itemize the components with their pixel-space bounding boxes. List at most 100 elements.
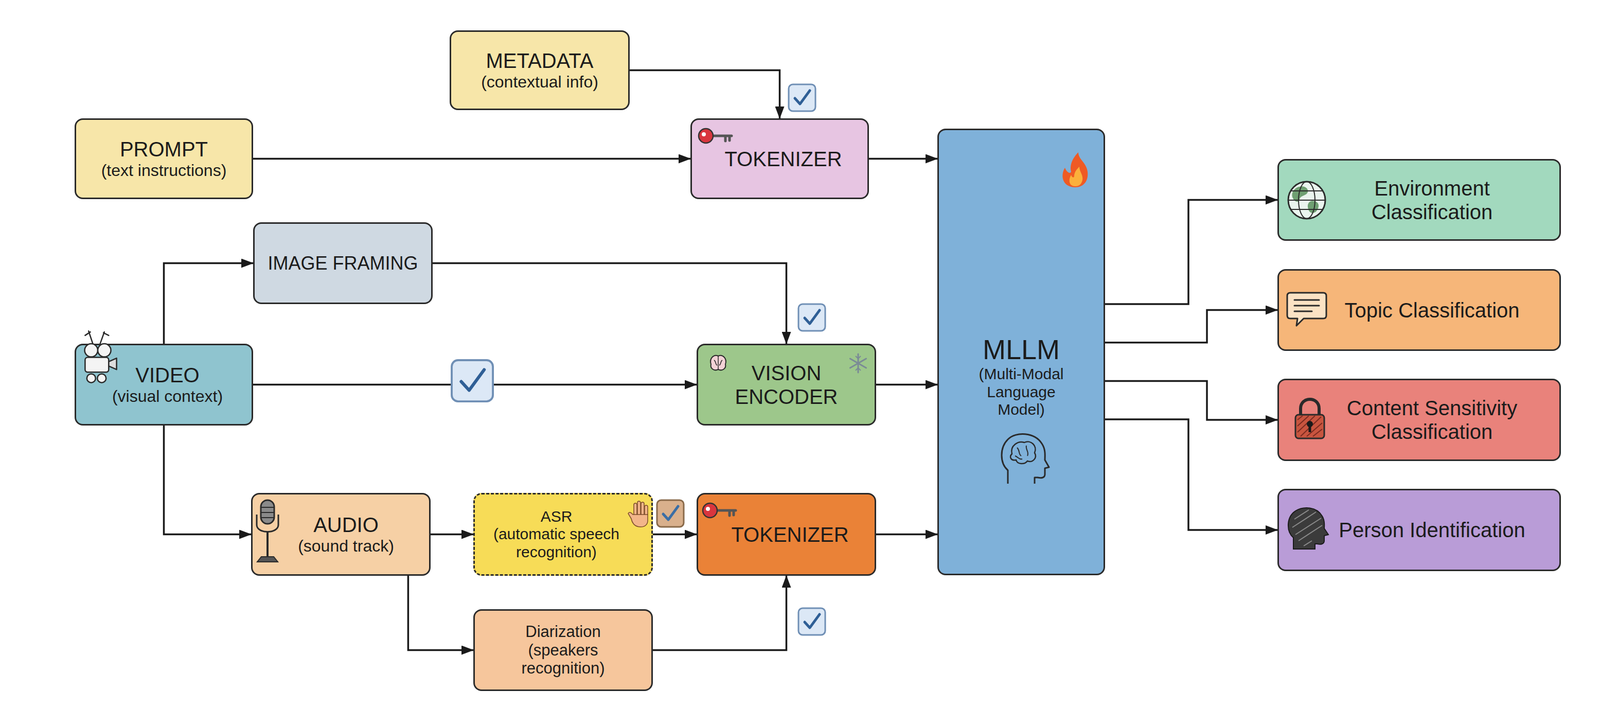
padlock-icon <box>1297 415 1323 437</box>
padlock-icon <box>1295 399 1325 439</box>
encoder-box: VISION ENCODER <box>696 343 877 426</box>
microphone-icon <box>257 556 278 562</box>
checkbox-icon <box>804 310 820 324</box>
key-icon <box>698 128 732 144</box>
padlock-icon <box>1295 414 1325 439</box>
box-title: TOKENIZER <box>731 522 849 547</box>
camera-icon <box>84 343 99 358</box>
key-icon <box>712 135 732 141</box>
box-subtitle: (sound track) <box>297 536 395 556</box>
connector-arrow <box>876 383 938 386</box>
microphone-icon <box>260 507 275 518</box>
checkbox-icon <box>788 84 816 112</box>
globe-icon <box>1288 181 1326 219</box>
process-box: AUDIO(sound track) <box>251 492 431 576</box>
input-box: VIDEO(visual context) <box>74 343 254 426</box>
box-subtitle: (contextual info) <box>481 72 599 92</box>
camera-icon <box>84 357 109 372</box>
padlock-icon <box>1306 420 1313 428</box>
box-title: METADATA <box>486 48 594 73</box>
padlock-icon <box>1308 424 1312 433</box>
brain-head-icon <box>1015 445 1028 459</box>
box-title: VIDEO <box>135 363 200 387</box>
microphone-icon <box>260 500 275 524</box>
camera-icon <box>84 330 109 345</box>
person-head-icon <box>1288 507 1329 549</box>
connector-arrow <box>432 263 787 345</box>
connector-arrow <box>652 575 787 651</box>
connector-group <box>164 70 1278 651</box>
checkbox-icon <box>451 360 493 402</box>
snowflake-icon <box>855 356 861 371</box>
box-title: Diarization <box>525 622 601 642</box>
speech-bubble-icon <box>1294 299 1320 312</box>
connector-arrow <box>1105 310 1278 343</box>
checkbox-icon <box>656 500 684 527</box>
hand-icon <box>641 502 645 516</box>
box-subtitle: (speakers recognition) <box>499 641 628 678</box>
box-title: Topic Classification <box>1344 298 1520 323</box>
brain-icon <box>710 355 726 370</box>
box-title: PROMPT <box>119 137 208 162</box>
brain-head-icon <box>1001 434 1050 484</box>
fire-icon <box>1062 152 1088 188</box>
camera-icon <box>97 343 112 358</box>
box-subtitle: (visual context) <box>112 386 223 406</box>
globe-icon <box>1291 186 1308 202</box>
tokenizer-box: TOKENIZER <box>690 118 869 200</box>
connector-arrow <box>629 70 780 119</box>
camera-icon <box>86 374 96 383</box>
microphone-icon <box>266 531 269 557</box>
connector-arrow <box>430 533 474 536</box>
output-box: Topic Classification <box>1277 269 1561 351</box>
connector-arrow <box>164 425 252 535</box>
connector-arrow <box>253 157 691 160</box>
output-box: Content Sensitivity Classification <box>1277 378 1561 461</box>
globe-icon <box>1288 181 1326 219</box>
brain-icon <box>714 356 723 370</box>
input-box: METADATA(contextual info) <box>449 30 630 111</box>
hand-icon <box>628 512 648 527</box>
person-head-icon <box>1292 509 1323 546</box>
box-title: Environment Classification <box>1325 176 1539 224</box>
key-icon <box>702 503 736 518</box>
microphone-icon <box>256 500 279 562</box>
globe-icon <box>1288 190 1326 210</box>
connector-arrow <box>1105 380 1278 420</box>
checkbox-icon <box>798 608 826 635</box>
box-title: AUDIO <box>313 512 379 537</box>
connector-arrow <box>253 383 697 386</box>
process-box: IMAGE FRAMING <box>253 222 433 305</box>
box-subtitle: (automatic speech recognition) <box>482 525 632 561</box>
checkbox-icon <box>798 608 826 635</box>
microphone-icon <box>256 514 279 532</box>
model-box: MLLM(Multi-Modal Language Model) <box>937 128 1106 576</box>
speech-bubble-icon <box>1287 292 1327 326</box>
box-title: Person Identification <box>1338 518 1525 542</box>
box-title: TOKENIZER <box>724 147 842 171</box>
optional-process-box: ASR(automatic speech recognition) <box>473 492 653 576</box>
globe-icon <box>1298 181 1315 219</box>
box-subtitle: (Multi-Modal Language Model) <box>972 365 1071 419</box>
connector-arrow <box>1105 200 1278 305</box>
globe-icon <box>1307 201 1319 213</box>
checkbox-icon <box>788 84 816 112</box>
box-subtitle: (text instructions) <box>101 161 227 181</box>
input-box: PROMPT(text instructions) <box>74 118 254 200</box>
key-icon <box>701 132 706 137</box>
snowflake-icon <box>849 353 866 373</box>
connector-arrow <box>1105 419 1278 530</box>
checkbox-icon <box>460 369 485 390</box>
box-title: MLLM <box>982 333 1060 366</box>
camera-icon <box>97 374 106 383</box>
checkbox-icon <box>794 90 810 104</box>
connector-arrow <box>868 157 938 160</box>
checkbox-icon <box>656 500 684 527</box>
brain-icon <box>710 355 726 370</box>
box-title: IMAGE FRAMING <box>267 252 418 274</box>
checkbox-icon <box>451 360 493 402</box>
output-box: Environment Classification <box>1277 158 1561 241</box>
fire-icon <box>1069 166 1083 187</box>
